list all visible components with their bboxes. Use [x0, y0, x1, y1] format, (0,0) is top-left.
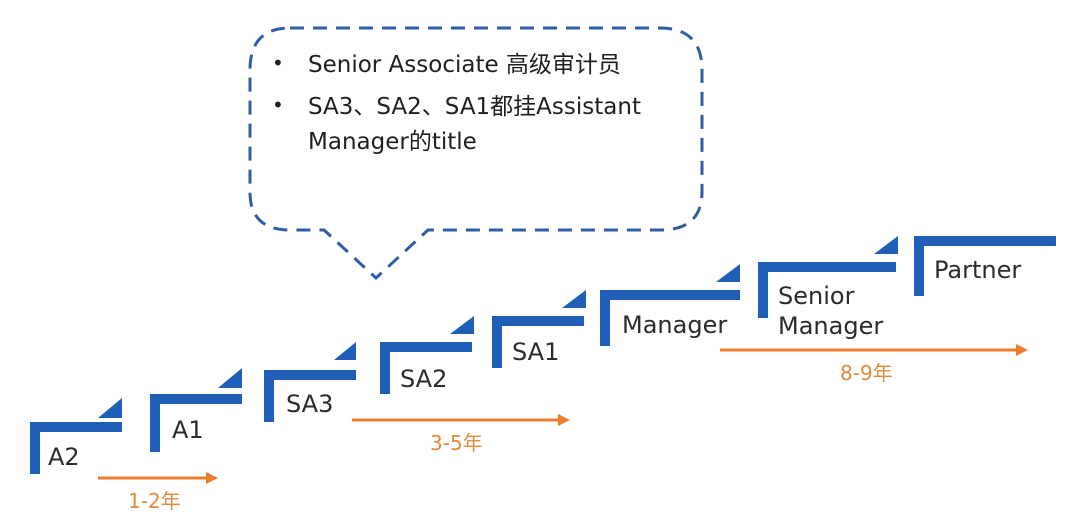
step-partner: [914, 236, 1056, 296]
step-label-a1: A1: [172, 416, 204, 444]
step-label-partner: Partner: [934, 256, 1021, 284]
step-senior-manager: [758, 236, 898, 318]
step-sa3: [264, 342, 356, 422]
callout-bubble: [248, 26, 704, 281]
step-label-manager: Manager: [622, 311, 727, 339]
step-a2: [30, 398, 122, 474]
step-sa2: [380, 316, 474, 394]
callout-item: • SA3、SA2、SA1都挂Assistant Manager的title: [262, 90, 682, 161]
callout-item-text: Senior Associate 高级审计员: [308, 52, 621, 78]
duration-label-senior-track: 8-9年: [840, 361, 893, 385]
step-label-sa1: SA1: [512, 338, 559, 366]
step-label-sa3: SA3: [286, 390, 333, 418]
duration-arrow-a-track: [98, 472, 218, 484]
duration-label-a-track: 1-2年: [128, 489, 181, 513]
callout-item-text: SA3、SA2、SA1都挂Assistant Manager的title: [308, 93, 641, 156]
callout-item: • Senior Associate 高级审计员: [262, 48, 682, 84]
step-sa1: [492, 290, 586, 368]
duration-arrow-senior-track: [720, 344, 1028, 356]
bullet-icon: •: [272, 51, 284, 75]
step-label-senior-manager: Senior Manager: [778, 282, 883, 340]
bullet-icon: •: [272, 92, 284, 117]
callout-text: • Senior Associate 高级审计员 • SA3、SA2、SA1都挂…: [262, 48, 682, 161]
step-manager: [600, 264, 740, 346]
step-label-sa2: SA2: [400, 365, 447, 393]
duration-label-sa-track: 3-5年: [430, 431, 483, 455]
step-a1: [150, 368, 242, 452]
duration-arrow-sa-track: [352, 414, 570, 426]
step-label-a2: A2: [48, 443, 80, 471]
